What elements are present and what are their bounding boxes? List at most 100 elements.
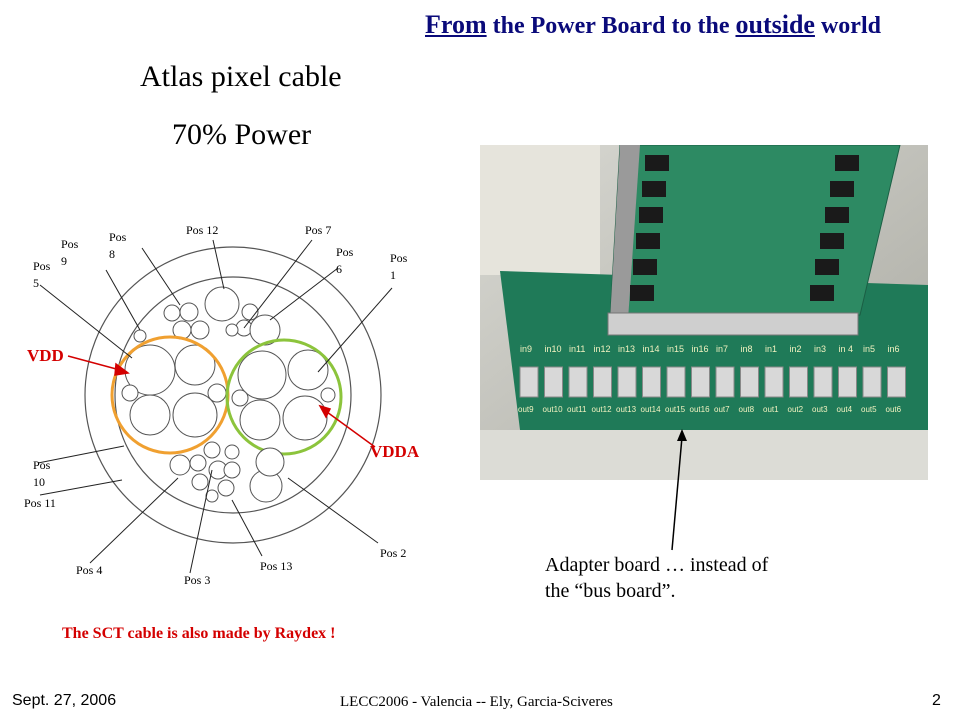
chip — [830, 181, 854, 197]
top-conductors — [133, 286, 281, 346]
board-input-label: in16 — [692, 344, 709, 354]
board-output-label: out1 — [763, 405, 779, 414]
pin-block — [691, 366, 710, 398]
label-pos2: Pos 2 — [380, 546, 407, 560]
chip — [820, 233, 844, 249]
vdd-label: VDD — [27, 346, 64, 365]
board-input-label: in13 — [618, 344, 635, 354]
label-pos11: Pos 11 — [24, 496, 56, 510]
caption-arrow — [671, 429, 687, 551]
board-output-label: out3 — [812, 405, 828, 414]
pin-block — [764, 366, 784, 398]
footer-date: Sept. 27, 2006 — [12, 692, 117, 709]
board-output-label: out13 — [616, 405, 637, 414]
footer-conference: LECC2006 - Valencia -- Ely, Garcia-Scive… — [340, 694, 613, 710]
header-word-outside: outside — [735, 10, 815, 39]
board-input-label: in2 — [790, 344, 802, 354]
chip — [825, 207, 849, 223]
header-mid: the Power Board to the — [486, 13, 736, 39]
board-input-label: in8 — [741, 344, 753, 354]
slide-header: From the Power Board to the outside worl… — [425, 10, 881, 40]
board-output-label: out5 — [861, 405, 877, 414]
pin-block — [593, 366, 612, 398]
label-pos13: Pos 13 — [260, 559, 293, 573]
pin-block — [740, 366, 759, 398]
slide-title: Atlas pixel cable — [140, 60, 342, 93]
chip — [645, 155, 669, 171]
board-output-label: out4 — [837, 405, 853, 414]
pin-block — [568, 366, 588, 398]
board-output-label: out7 — [714, 405, 730, 414]
label-pos4: Pos 4 — [76, 563, 103, 577]
label-pos7: Pos 7 — [305, 223, 332, 237]
label-pos12: Pos 12 — [186, 223, 219, 237]
board-input-label: in10 — [545, 344, 562, 354]
sct-note: The SCT cable is also made by Raydex ! — [62, 625, 336, 642]
board-output-label: out9 — [518, 405, 534, 414]
pin-block — [813, 366, 833, 398]
pin-block — [715, 366, 735, 398]
board-output-label: out15 — [665, 405, 686, 414]
board-input-label: in9 — [520, 344, 532, 354]
pin-block — [544, 366, 563, 398]
chip — [639, 207, 663, 223]
board-input-label: in11 — [569, 344, 585, 354]
board-output-label: out14 — [641, 405, 662, 414]
leader-lines — [37, 239, 393, 574]
bottom-conductors — [169, 441, 285, 503]
vdda-ring — [225, 338, 343, 456]
pin-block — [862, 366, 882, 398]
board-input-label: in15 — [667, 344, 684, 354]
chip — [630, 285, 654, 301]
board-output-label: out10 — [543, 405, 564, 414]
pin-block — [887, 366, 906, 398]
board-output-label: out11 — [567, 405, 587, 414]
header-word-from: From — [425, 10, 487, 39]
page-number: 2 — [932, 692, 941, 709]
cable-cross-section — [37, 239, 393, 574]
card-connector — [607, 312, 859, 336]
board-input-label: in12 — [594, 344, 611, 354]
chip — [633, 259, 657, 275]
board-output-label: out6 — [886, 405, 902, 414]
pin-block — [617, 366, 637, 398]
pin-block — [519, 366, 539, 398]
chip — [642, 181, 666, 197]
vdda-bundle — [231, 349, 336, 441]
board-input-label: in1 — [765, 344, 777, 354]
pin-blocks — [519, 366, 906, 398]
board-output-label: out16 — [690, 405, 711, 414]
label-pos3: Pos 3 — [184, 573, 211, 587]
board-output-label: out12 — [592, 405, 613, 414]
pin-block — [789, 366, 808, 398]
pin-block — [666, 366, 686, 398]
chip — [815, 259, 839, 275]
board-input-label: in6 — [888, 344, 900, 354]
board-input-label: in5 — [863, 344, 875, 354]
card-chips — [630, 155, 859, 301]
board-input-label: in7 — [716, 344, 728, 354]
board-input-label: in3 — [814, 344, 826, 354]
pin-block — [642, 366, 661, 398]
vertical-card — [609, 145, 901, 321]
slide-subtitle: 70% Power — [172, 118, 312, 151]
board-output-label: out2 — [788, 405, 804, 414]
vdda-label: VDDA — [370, 442, 420, 461]
pin-block — [838, 366, 857, 398]
board-input-label: in 4 — [839, 344, 854, 354]
board-output-label: out8 — [739, 405, 755, 414]
header-end: world — [814, 13, 881, 39]
chip — [636, 233, 660, 249]
chip — [835, 155, 859, 171]
chip — [810, 285, 834, 301]
adapter-caption: Adapter board … instead of the “bus boar… — [545, 554, 769, 602]
